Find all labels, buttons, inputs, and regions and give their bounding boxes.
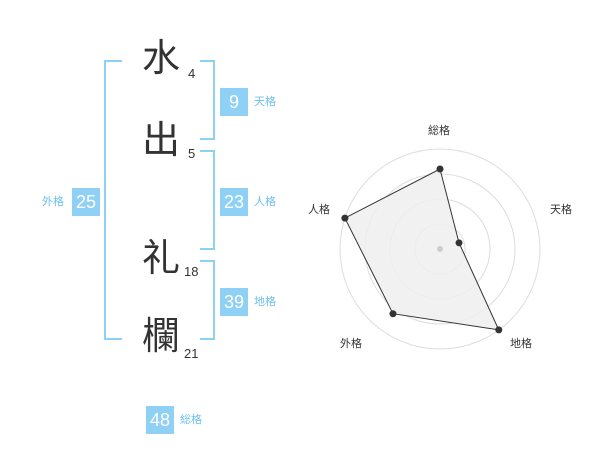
gaikaku-value: 25 <box>72 188 100 216</box>
chikaku-label: 地格 <box>254 295 276 308</box>
tenkaku-value: 9 <box>220 88 248 116</box>
tenkaku-label: 天格 <box>254 95 276 108</box>
radar-axis-label-tenkaku: 天格 <box>550 203 572 216</box>
radar-axis-label-gaikaku: 外格 <box>340 337 362 350</box>
jinkaku-label: 人格 <box>254 195 276 208</box>
radar-point <box>495 326 503 334</box>
jinkaku-value: 23 <box>220 188 248 216</box>
stroke-count-1: 4 <box>188 66 196 81</box>
soukaku-label: 総格 <box>180 413 202 426</box>
radar-point <box>455 239 463 247</box>
stroke-count-2: 5 <box>188 146 196 161</box>
name-char-4: 欄 <box>141 314 180 358</box>
radar-point <box>389 310 397 318</box>
radar-point <box>341 214 349 222</box>
radar-point <box>436 165 444 173</box>
gaikaku-label: 外格 <box>42 195 64 208</box>
name-char-3: 礼 <box>141 236 180 280</box>
jinkaku-bracket <box>200 150 215 250</box>
name-char-2: 出 <box>141 118 180 162</box>
gaikaku-bracket <box>104 60 122 340</box>
radar-axis-label-chikaku: 地格 <box>510 337 532 350</box>
radar-series-area <box>344 168 500 331</box>
stroke-count-4: 21 <box>184 346 199 361</box>
tenkaku-bracket <box>200 60 215 140</box>
radar-grid-ring <box>339 148 541 350</box>
soukaku-value: 48 <box>146 406 174 434</box>
name-char-1: 水 <box>141 36 180 80</box>
radar-axis-label-soukaku: 総格 <box>428 124 450 137</box>
stroke-count-3: 18 <box>184 264 199 279</box>
radar-axis-label-jinkaku: 人格 <box>308 203 330 216</box>
chikaku-bracket <box>200 260 215 340</box>
radar-center-dot <box>437 246 443 252</box>
chikaku-value: 39 <box>220 288 248 316</box>
